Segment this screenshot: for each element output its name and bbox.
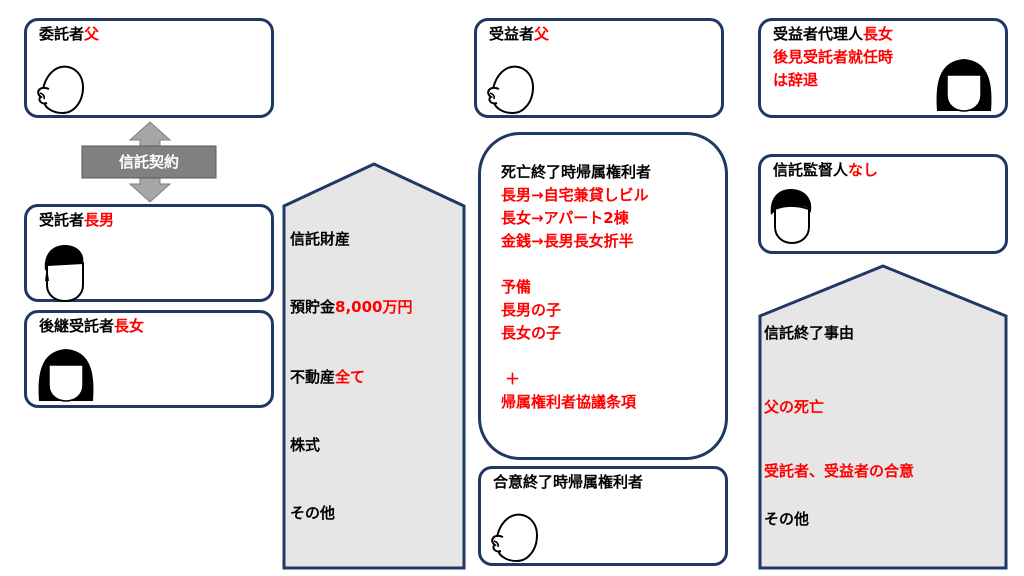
eldest-daughter-face-icon <box>38 349 94 402</box>
beneficiary-agent-note-1: 後見受託者就任時 <box>773 48 894 66</box>
death-holder-line-2: 長女→アパート2棟 <box>501 209 629 227</box>
death-holder-line-4: 予備 <box>501 278 532 296</box>
successor-trustee-box: 後継受託者長女 <box>24 310 274 408</box>
father-face-icon <box>37 65 85 115</box>
trust-property-house <box>282 162 466 570</box>
trust-property-title: 信託財産 <box>290 230 351 248</box>
death-holder-line-7: ＋ <box>505 370 521 388</box>
death-holder-line-8: 帰属権利者協議条項 <box>501 393 637 411</box>
agreement-termination-holder-box: 合意終了時帰属権利者 <box>478 466 728 566</box>
beneficiary-agent-label: 受益者代理人 <box>773 25 864 43</box>
termination-reason-house <box>758 264 1008 570</box>
termination-title: 信託終了事由 <box>764 324 855 342</box>
trust-property-real-estate: 不動産全て <box>290 368 366 386</box>
trustee-label: 受託者 <box>39 211 85 229</box>
death-holder-line-3: 金銭→長男長女折半 <box>501 232 634 250</box>
supervisor-role: なし <box>848 161 879 179</box>
successor-trustee-title: 後継受託者長女 <box>39 315 144 337</box>
supervisor-title: 信託監督人なし <box>773 159 878 181</box>
person-face-icon <box>770 189 812 245</box>
trust-property-stocks: 株式 <box>290 436 321 454</box>
beneficiary-title: 受益者父 <box>489 23 549 45</box>
beneficiary-label: 受益者 <box>489 25 535 43</box>
death-holder-line-5: 長男の子 <box>501 301 562 319</box>
successor-trustee-role: 長女 <box>114 317 145 335</box>
trust-supervisor-box: 信託監督人なし <box>758 154 1008 254</box>
beneficiary-agent-box: 受益者代理人長女 後見受託者就任時 は辞退 <box>758 18 1008 118</box>
termination-other: その他 <box>764 510 810 528</box>
trustee-role: 長男 <box>84 211 115 229</box>
beneficiary-role: 父 <box>534 25 550 43</box>
settlor-box: 委託者父 <box>24 18 274 118</box>
death-termination-holder-box: 死亡終了時帰属権利者 長男→自宅兼貸しビル 長女→アパート2棟 金銭→長男長女折… <box>478 132 728 460</box>
beneficiary-agent-note-2: は辞退 <box>773 71 819 89</box>
settlor-role: 父 <box>84 25 100 43</box>
trust-property-other: その他 <box>290 504 336 522</box>
death-holder-text: 死亡終了時帰属権利者 長男→自宅兼貸しビル 長女→アパート2棟 金銭→長男長女折… <box>501 161 651 414</box>
father-face-icon <box>491 513 539 563</box>
termination-reason-1: 父の死亡 <box>764 398 825 416</box>
trustee-box: 受託者長男 <box>24 204 274 303</box>
trust-contract-arrow-icon <box>81 121 217 203</box>
death-holder-line-1: 長男→自宅兼貸しビル <box>501 186 649 204</box>
settlor-label: 委託者 <box>39 25 85 43</box>
trust-property-savings: 預貯金8,000万円 <box>290 298 413 316</box>
agreement-holder-title: 合意終了時帰属権利者 <box>493 473 644 491</box>
eldest-daughter-face-icon <box>936 59 992 112</box>
death-holder-title: 死亡終了時帰属権利者 <box>501 163 652 181</box>
trust-contract-label: 信託契約 <box>118 153 179 171</box>
beneficiary-agent-role: 長女 <box>863 25 894 43</box>
eldest-son-face-icon <box>44 245 84 303</box>
termination-reason-2: 受託者、受益者の合意 <box>764 462 915 480</box>
trustee-title: 受託者長男 <box>39 209 114 231</box>
successor-trustee-label: 後継受託者 <box>39 317 115 335</box>
death-holder-line-6: 長女の子 <box>501 324 562 342</box>
supervisor-label: 信託監督人 <box>773 161 849 179</box>
beneficiary-agent-text: 受益者代理人長女 後見受託者就任時 は辞退 <box>773 23 893 92</box>
settlor-title: 委託者父 <box>39 23 99 45</box>
beneficiary-box: 受益者父 <box>474 18 724 118</box>
father-face-icon <box>487 65 535 115</box>
